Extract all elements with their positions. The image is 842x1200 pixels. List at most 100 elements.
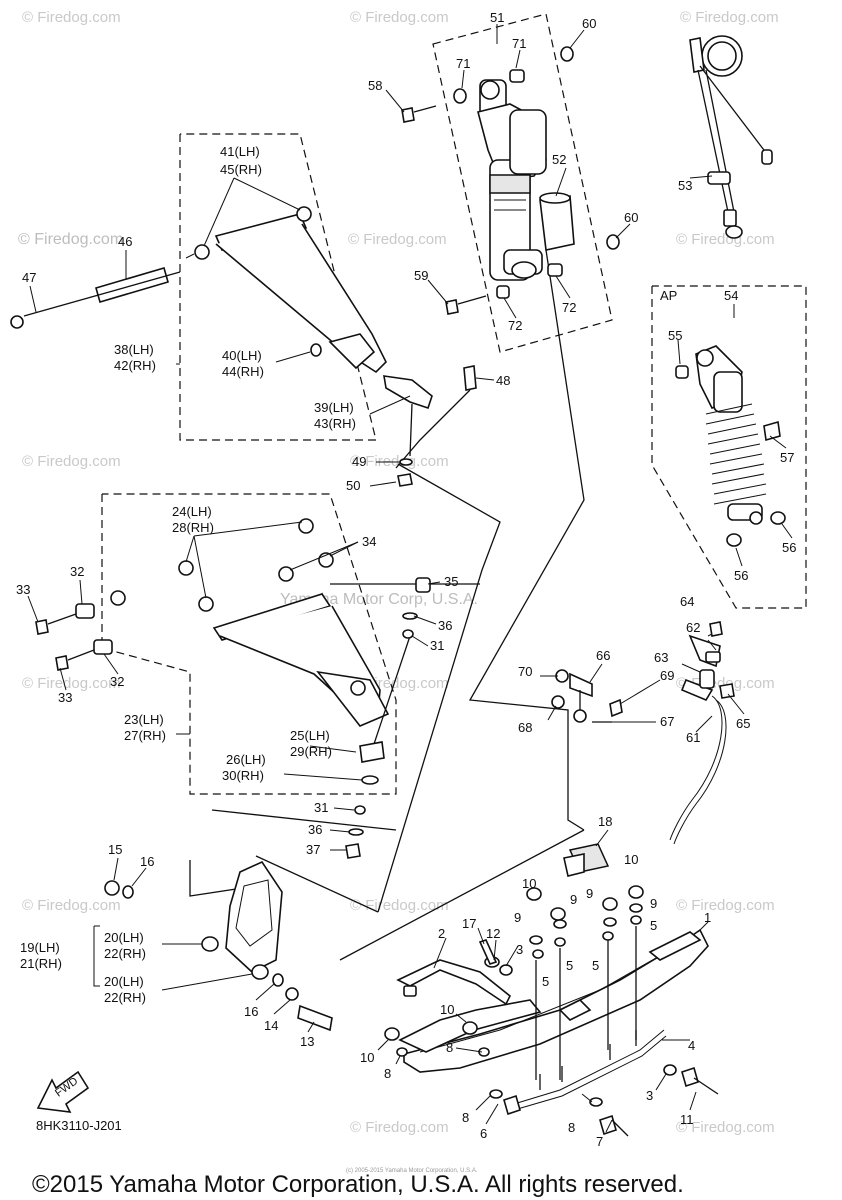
callout-62: 62	[686, 620, 700, 635]
callout-60: 60	[624, 210, 638, 225]
watermark: © Firedog.com	[680, 9, 779, 26]
callout-56: 56	[734, 568, 748, 583]
callout-37: 37	[306, 842, 320, 857]
callout-26: 26(LH)	[226, 752, 266, 767]
callout-28: 28(RH)	[172, 520, 214, 535]
callout-41: 41(LH)	[220, 144, 260, 159]
ski-handle	[396, 959, 512, 1006]
callout-16: 16	[244, 1004, 258, 1019]
group-boxes	[101, 13, 807, 795]
callout-25: 25(LH)	[290, 728, 330, 743]
callout-5: 5	[592, 958, 599, 973]
watermark: © Firedog.com	[22, 453, 121, 470]
callout-57: 57	[780, 450, 794, 465]
callout-61: 61	[686, 730, 700, 745]
callout-6: 6	[480, 1126, 487, 1141]
callout-20: 20(LH)	[104, 974, 144, 989]
callout-43: 43(RH)	[314, 416, 356, 431]
callout-58: 58	[368, 78, 382, 93]
callout-8: 8	[568, 1120, 575, 1135]
upper-arm	[194, 206, 387, 374]
leader-lines	[27, 24, 793, 1133]
callout-35: 35	[444, 574, 458, 589]
callout-16: 16	[140, 854, 154, 869]
callout-17: 17	[462, 916, 476, 931]
callout-51: 51	[490, 10, 504, 25]
callout-15: 15	[108, 842, 122, 857]
callout-9: 9	[514, 910, 521, 925]
callout-71: 71	[456, 56, 470, 71]
callout-52: 52	[552, 152, 566, 167]
callout-72: 72	[562, 300, 576, 315]
callout-50: 50	[346, 478, 360, 493]
shock-absorber	[477, 79, 547, 281]
watermarks: © Firedog.com © Firedog.com © Firedog.co…	[18, 9, 779, 1136]
callout-10: 10	[624, 852, 638, 867]
callout-9: 9	[586, 886, 593, 901]
watermark: © Firedog.com	[348, 231, 447, 248]
callout-36: 36	[308, 822, 322, 837]
callout-7: 7	[596, 1134, 603, 1149]
callout-8: 8	[446, 1040, 453, 1055]
callout-5: 5	[566, 958, 573, 973]
ap-group-box	[651, 285, 807, 609]
group-ap-label: AP	[660, 288, 677, 303]
callout-38: 38(LH)	[114, 342, 154, 357]
callout-5: 5	[542, 974, 549, 989]
callout-10: 10	[360, 1050, 374, 1065]
callout-9: 9	[650, 896, 657, 911]
callout-47: 47	[22, 270, 36, 285]
callout-40: 40(LH)	[222, 348, 262, 363]
callout-13: 13	[300, 1034, 314, 1049]
callout-72: 72	[508, 318, 522, 333]
ski-hardware	[384, 885, 719, 1137]
watermark: © Firedog.com	[676, 231, 775, 248]
steering-rod	[551, 621, 735, 845]
callout-60: 60	[582, 16, 596, 31]
lower-arm-group-box	[101, 493, 397, 795]
callout-53: 53	[678, 178, 692, 193]
upper-arm-group-box	[179, 133, 377, 441]
callout-5: 5	[650, 918, 657, 933]
callout-68: 68	[518, 720, 532, 735]
watermark: © Firedog.com	[22, 9, 121, 26]
callout-59: 59	[414, 268, 428, 283]
callout-49: 49	[352, 454, 366, 469]
callout-labels: 51 71 71 60 58 52 60 59 72 72 53 AP 54 5…	[16, 10, 796, 1149]
callout-45: 45(RH)	[220, 162, 262, 177]
callout-69: 69	[660, 668, 674, 683]
callout-10: 10	[522, 876, 536, 891]
callout-1: 1	[704, 910, 711, 925]
callout-14: 14	[264, 1018, 278, 1033]
callout-8: 8	[462, 1110, 469, 1125]
callout-48: 48	[496, 373, 510, 388]
shock-bolts	[401, 105, 487, 315]
callout-4: 4	[688, 1038, 695, 1053]
callout-3: 3	[516, 942, 523, 957]
watermark: © Firedog.com	[18, 231, 123, 248]
callout-66: 66	[596, 648, 610, 663]
callout-63: 63	[654, 650, 668, 665]
watermark: © Firedog.com	[22, 675, 121, 692]
upper-arm-shaft	[10, 267, 181, 329]
shock-sleeve	[539, 192, 575, 251]
callout-56: 56	[782, 540, 796, 555]
callout-31: 31	[430, 638, 444, 653]
callout-19: 19(LH)	[20, 940, 60, 955]
watermark: © Firedog.com	[350, 9, 449, 26]
ap-coilover-shock	[675, 345, 786, 547]
callout-39: 39(LH)	[314, 400, 354, 415]
callout-33: 33	[58, 690, 72, 705]
callout-71: 71	[512, 36, 526, 51]
callout-29: 29(RH)	[290, 744, 332, 759]
callout-2: 2	[438, 926, 445, 941]
adjust-tool	[689, 35, 773, 239]
callout-32: 32	[110, 674, 124, 689]
callout-42: 42(RH)	[114, 358, 156, 373]
lower-arm	[110, 518, 390, 727]
callout-24: 24(LH)	[172, 504, 212, 519]
callout-64: 64	[680, 594, 694, 609]
callout-36: 36	[438, 618, 452, 633]
spindle	[104, 860, 333, 1032]
